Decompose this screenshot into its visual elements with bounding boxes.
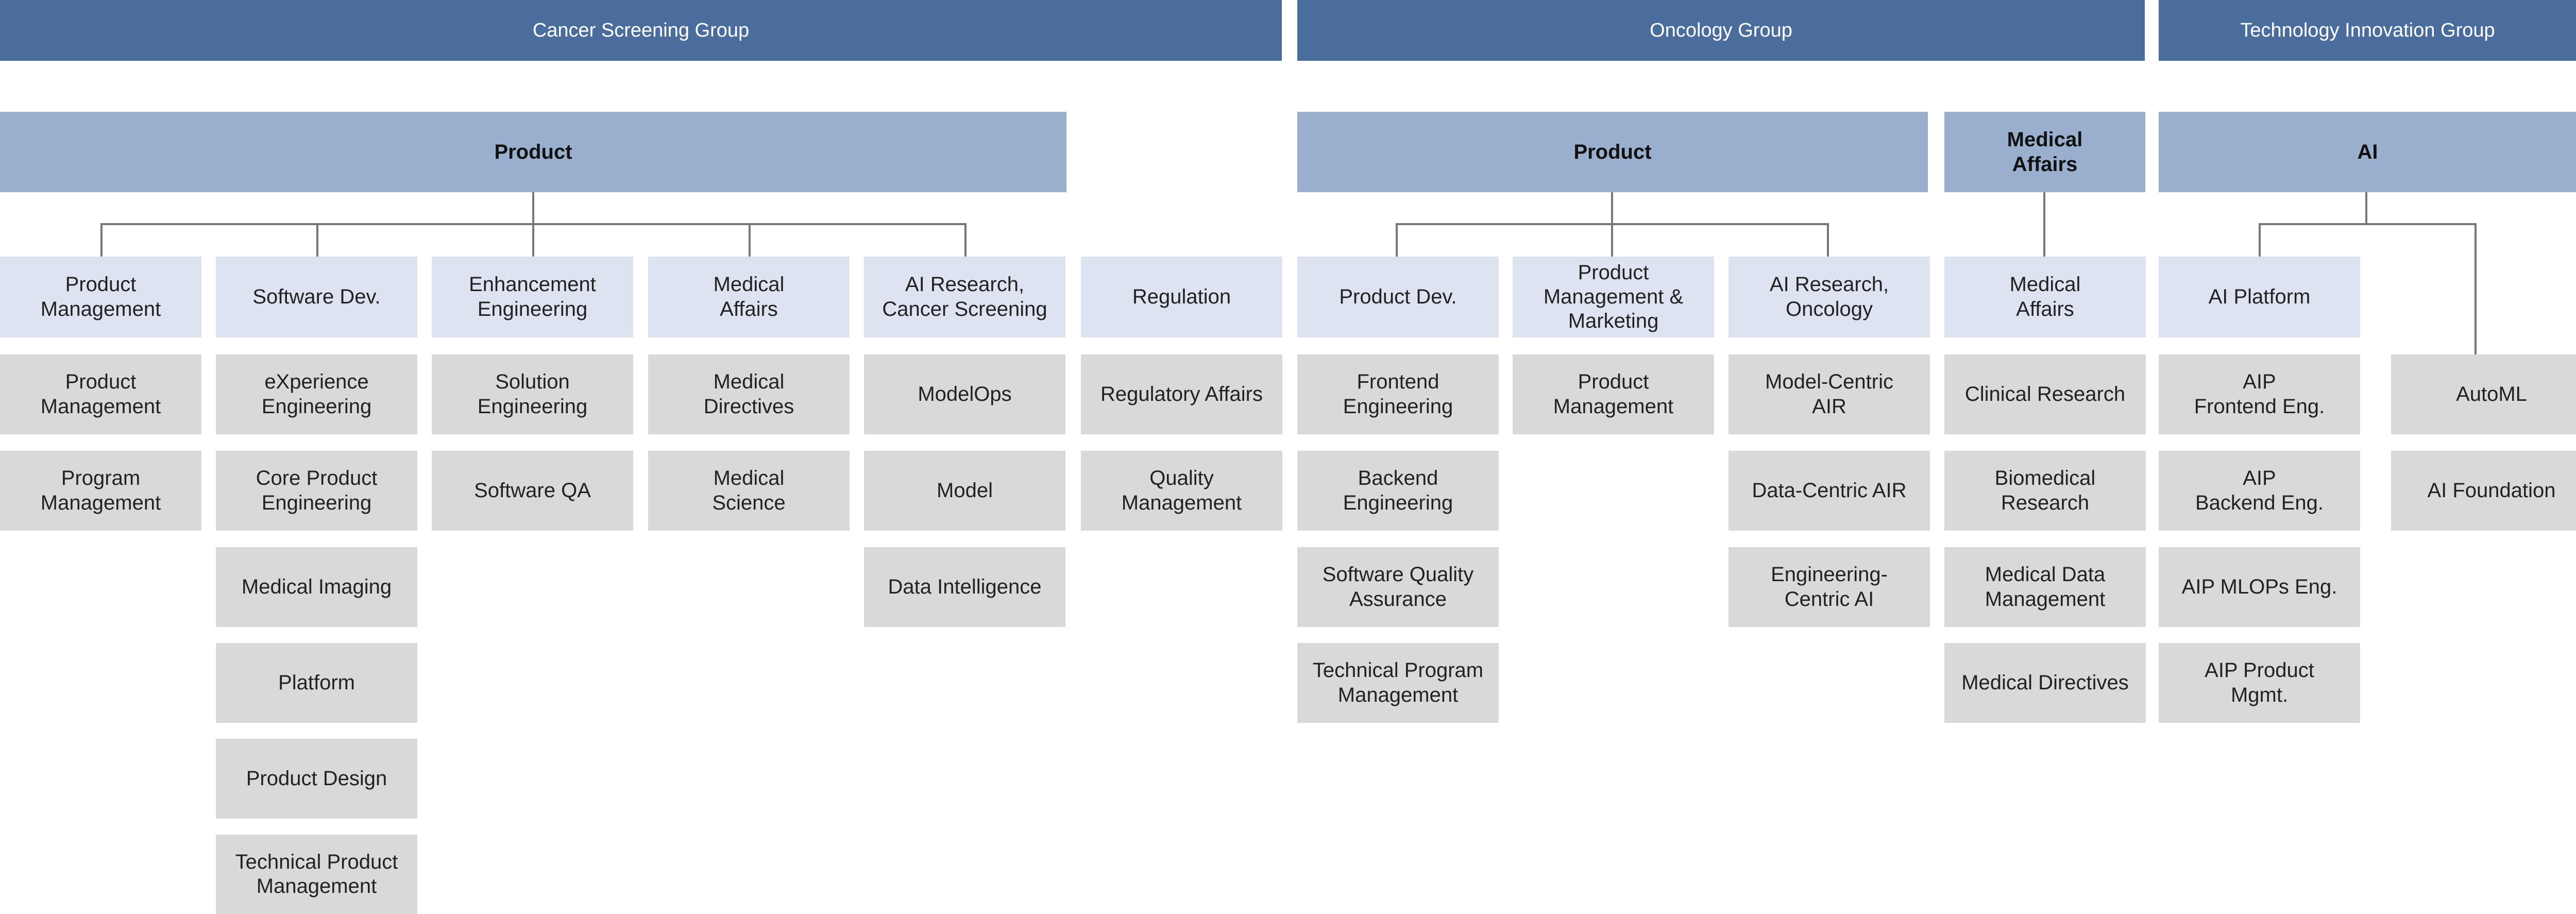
connector-line [1611, 192, 1613, 224]
team-product-dev: Product Dev. [1297, 257, 1499, 337]
team-software-dev: Software Dev. [216, 257, 417, 337]
group-header-cancer-screening: Cancer Screening Group [0, 0, 1282, 61]
connector-line [2259, 223, 2476, 225]
connector-line [2365, 192, 2367, 224]
connector-line [2259, 223, 2261, 257]
connector-line [1396, 223, 1398, 257]
team-ai-research-oncology: AI Research, Oncology [1728, 257, 1930, 337]
sub-team-backend-engineering: Backend Engineering [1297, 451, 1499, 531]
connector-line [316, 223, 318, 257]
team-enhancement-engineering: Enhancement Engineering [432, 257, 633, 337]
group-header-technology-innovation: Technology Innovation Group [2159, 0, 2576, 61]
sub-team-product-management-oncology: Product Management [1513, 354, 1714, 434]
sub-team-data-intelligence: Data Intelligence [864, 547, 1065, 627]
sub-team-platform: Platform [216, 643, 417, 723]
org-unit-ai: AI [2159, 112, 2576, 192]
connector-line [532, 223, 534, 257]
connector-line [964, 223, 967, 257]
team-product-management-marketing: Product Management & Marketing [1513, 257, 1714, 337]
org-unit-medical-affairs: Medical Affairs [1944, 112, 2145, 192]
sub-team-technical-product-management: Technical Product Management [216, 835, 417, 914]
sub-team-product-management: Product Management [0, 354, 201, 434]
sub-team-aip-frontend-eng: AIP Frontend Eng. [2159, 354, 2360, 434]
team-regulation: Regulation [1081, 257, 1282, 337]
sub-team-product-design: Product Design [216, 739, 417, 819]
sub-team-ai-foundation: AI Foundation [2391, 451, 2576, 531]
sub-team-solution-engineering: Solution Engineering [432, 354, 633, 434]
team-ai-platform: AI Platform [2159, 257, 2360, 337]
team-ai-research-cancer-screening: AI Research, Cancer Screening [864, 257, 1065, 337]
connector-line [100, 223, 103, 257]
sub-team-software-qa: Software QA [432, 451, 633, 531]
sub-team-experience-engineering: eXperience Engineering [216, 354, 417, 434]
team-medical-affairs: Medical Affairs [648, 257, 850, 337]
sub-team-regulatory-affairs: Regulatory Affairs [1081, 354, 1282, 434]
org-unit-product-oncology: Product [1297, 112, 1928, 192]
sub-team-software-quality-assurance: Software Quality Assurance [1297, 547, 1499, 627]
sub-team-model-centric-air: Model-Centric AIR [1728, 354, 1930, 434]
connector-line [2043, 192, 2045, 257]
team-medical-affairs-oncology: Medical Affairs [1944, 257, 2146, 337]
sub-team-medical-data-management: Medical Data Management [1944, 547, 2146, 627]
connector-line [1611, 223, 1613, 257]
sub-team-medical-directives: Medical Directives [648, 354, 850, 434]
sub-team-biomedical-research: Biomedical Research [1944, 451, 2146, 531]
sub-team-core-product-engineering: Core Product Engineering [216, 451, 417, 531]
team-product-management: Product Management [0, 257, 201, 337]
connector-line [749, 223, 751, 257]
sub-team-data-centric-air: Data-Centric AIR [1728, 451, 1930, 531]
sub-team-engineering-centric-ai: Engineering- Centric AI [1728, 547, 1930, 627]
connector-line [532, 192, 534, 224]
sub-team-modelops: ModelOps [864, 354, 1065, 434]
sub-team-clinical-research: Clinical Research [1944, 354, 2146, 434]
sub-team-aip-mlops-eng: AIP MLOPs Eng. [2159, 547, 2360, 627]
sub-team-automl: AutoML [2391, 354, 2576, 434]
sub-team-medical-directives-oncology: Medical Directives [1944, 643, 2146, 723]
sub-team-aip-product-mgmt: AIP Product Mgmt. [2159, 643, 2360, 723]
sub-team-medical-science: Medical Science [648, 451, 850, 531]
sub-team-medical-imaging: Medical Imaging [216, 547, 417, 627]
sub-team-frontend-engineering: Frontend Engineering [1297, 354, 1499, 434]
connector-line [2475, 223, 2477, 354]
sub-team-program-management: Program Management [0, 451, 201, 531]
org-unit-product-cancer: Product [0, 112, 1066, 192]
sub-team-model: Model [864, 451, 1065, 531]
group-header-oncology: Oncology Group [1297, 0, 2145, 61]
sub-team-quality-management: Quality Management [1081, 451, 1282, 531]
sub-team-aip-backend-eng: AIP Backend Eng. [2159, 451, 2360, 531]
sub-team-technical-program-management: Technical Program Management [1297, 643, 1499, 723]
connector-line [1827, 223, 1829, 257]
